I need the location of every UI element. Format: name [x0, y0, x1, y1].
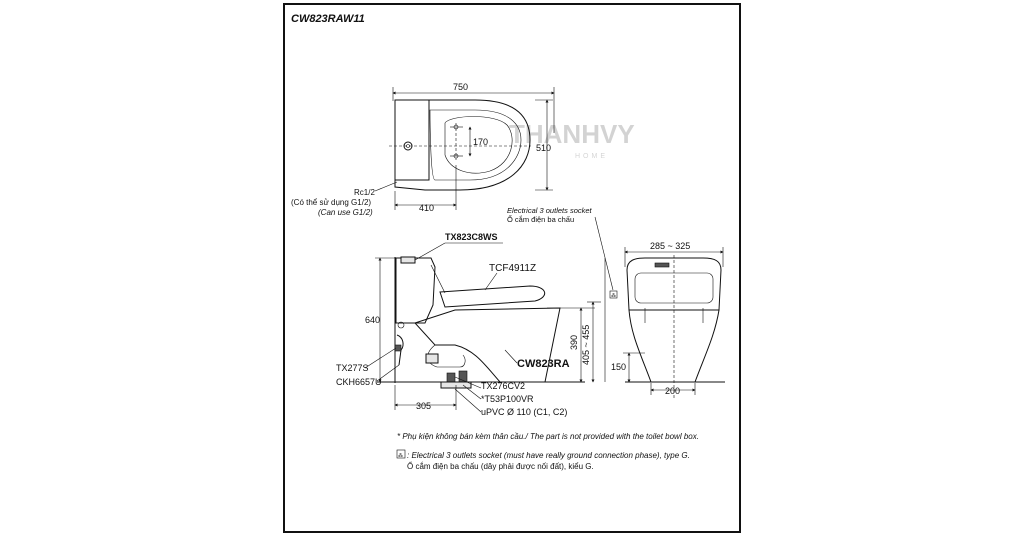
water-inlet-label: Rc1/2	[354, 188, 375, 197]
side-view: TX823C8WS TCF4911Z 640 CW823RA TX277S CK…	[336, 232, 601, 417]
bowl-top-outline	[394, 99, 531, 191]
svg-text:⁂: ⁂	[398, 453, 403, 459]
watermark-sub: HOME	[575, 153, 608, 160]
dim-seat-390: 390	[569, 335, 579, 350]
dim-offset-410: 410	[419, 203, 434, 213]
label-flange: TX276CV2	[481, 381, 525, 391]
label-tank-fitting: TX823C8WS	[445, 232, 498, 242]
dim-base-200: 200	[665, 386, 680, 396]
dim-depth-510: 510	[536, 143, 551, 153]
dim-height-640: 640	[365, 315, 380, 325]
dim-front-width: 285 ~ 325	[650, 241, 690, 251]
stop-valve	[394, 344, 402, 352]
dim-width-750: 750	[453, 82, 468, 92]
dim-rim-range: 405 ~ 455	[581, 325, 591, 365]
socket-label-en: Electrical 3 outlets socket	[507, 206, 593, 215]
tank-top-outline	[394, 99, 430, 181]
water-inlet-note-vi: (Có thể sử dụng G1/2)	[291, 198, 371, 207]
dim-rough-in-305: 305	[416, 401, 431, 411]
technical-drawing: CW823RAW11 THANHVY HOME 750	[291, 13, 725, 471]
bowl-side	[414, 307, 561, 383]
top-view: 750 170 510	[291, 82, 555, 217]
label-stop-valve: TX277S	[336, 363, 369, 373]
svg-text:⁂: ⁂	[611, 293, 616, 299]
socket-label-vi: Ổ cắm điện ba chấu	[507, 215, 574, 224]
seat-side	[439, 285, 545, 308]
note-socket-en: : Electrical 3 outlets socket (must have…	[407, 451, 690, 460]
label-adapter: *T53P100VR	[481, 394, 534, 404]
socket-symbol	[609, 290, 618, 299]
dim-inlet-150: 150	[611, 362, 626, 372]
socket-callout: Electrical 3 outlets socket Ổ cắm điện b…	[507, 206, 618, 382]
note-socket-symbol	[396, 449, 406, 459]
note-socket-vi: Ổ cắm điện ba chấu (dây phải được nối đấ…	[407, 462, 594, 471]
drawing-sheet: CW823RAW11 THANHVY HOME 750	[283, 3, 741, 533]
label-bowl: CW823RA	[517, 358, 570, 370]
notes: * Phụ kiện không bán kèm thân cầu./ The …	[396, 432, 699, 471]
label-seat: TCF4911Z	[489, 263, 536, 274]
label-pipe: uPVC Ø 110 (C1, C2)	[481, 407, 567, 417]
front-tank	[626, 257, 722, 311]
model-code: CW823RAW11	[291, 13, 365, 25]
water-inlet-note-en: (Can use G1/2)	[318, 208, 373, 217]
note-not-provided: * Phụ kiện không bán kèm thân cầu./ The …	[397, 432, 699, 441]
watermark-brand: THANHVY	[509, 119, 635, 149]
dim-seat-170: 170	[473, 137, 488, 147]
label-hose: CKH6657U	[336, 377, 382, 387]
tank-side	[395, 257, 436, 324]
front-view: 285 ~ 325 150 200	[611, 241, 725, 400]
